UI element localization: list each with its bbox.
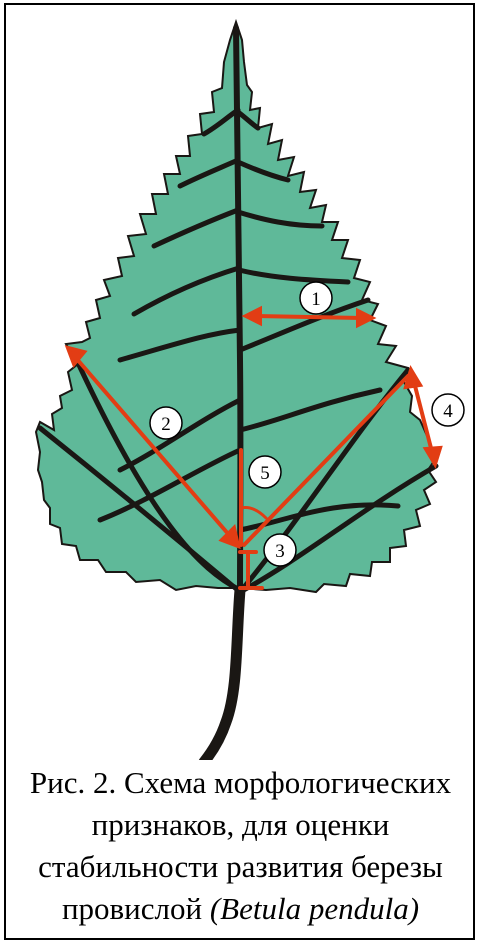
svg-text:5: 5 [260, 463, 270, 484]
marker-3: 3 [263, 533, 297, 567]
caption-latin-name: (Betula pendula) [209, 891, 420, 926]
svg-text:4: 4 [443, 401, 453, 422]
birch-leaf-diagram: 1 2 3 4 5 [34, 18, 465, 760]
marker-1: 1 [299, 281, 333, 315]
marker-5: 5 [248, 455, 282, 489]
marker-4: 4 [431, 393, 465, 427]
svg-text:2: 2 [161, 414, 171, 435]
lateral-veins-left [37, 107, 243, 595]
caption-main: Рис. 2. Схема морфологических признаков,… [29, 765, 452, 926]
petiole [198, 584, 246, 760]
marker-2: 2 [149, 406, 183, 440]
svg-text:1: 1 [311, 289, 321, 310]
svg-text:3: 3 [275, 541, 285, 562]
figure-caption: Рис. 2. Схема морфологических признаков,… [12, 762, 469, 930]
measurement-lines [64, 305, 443, 590]
